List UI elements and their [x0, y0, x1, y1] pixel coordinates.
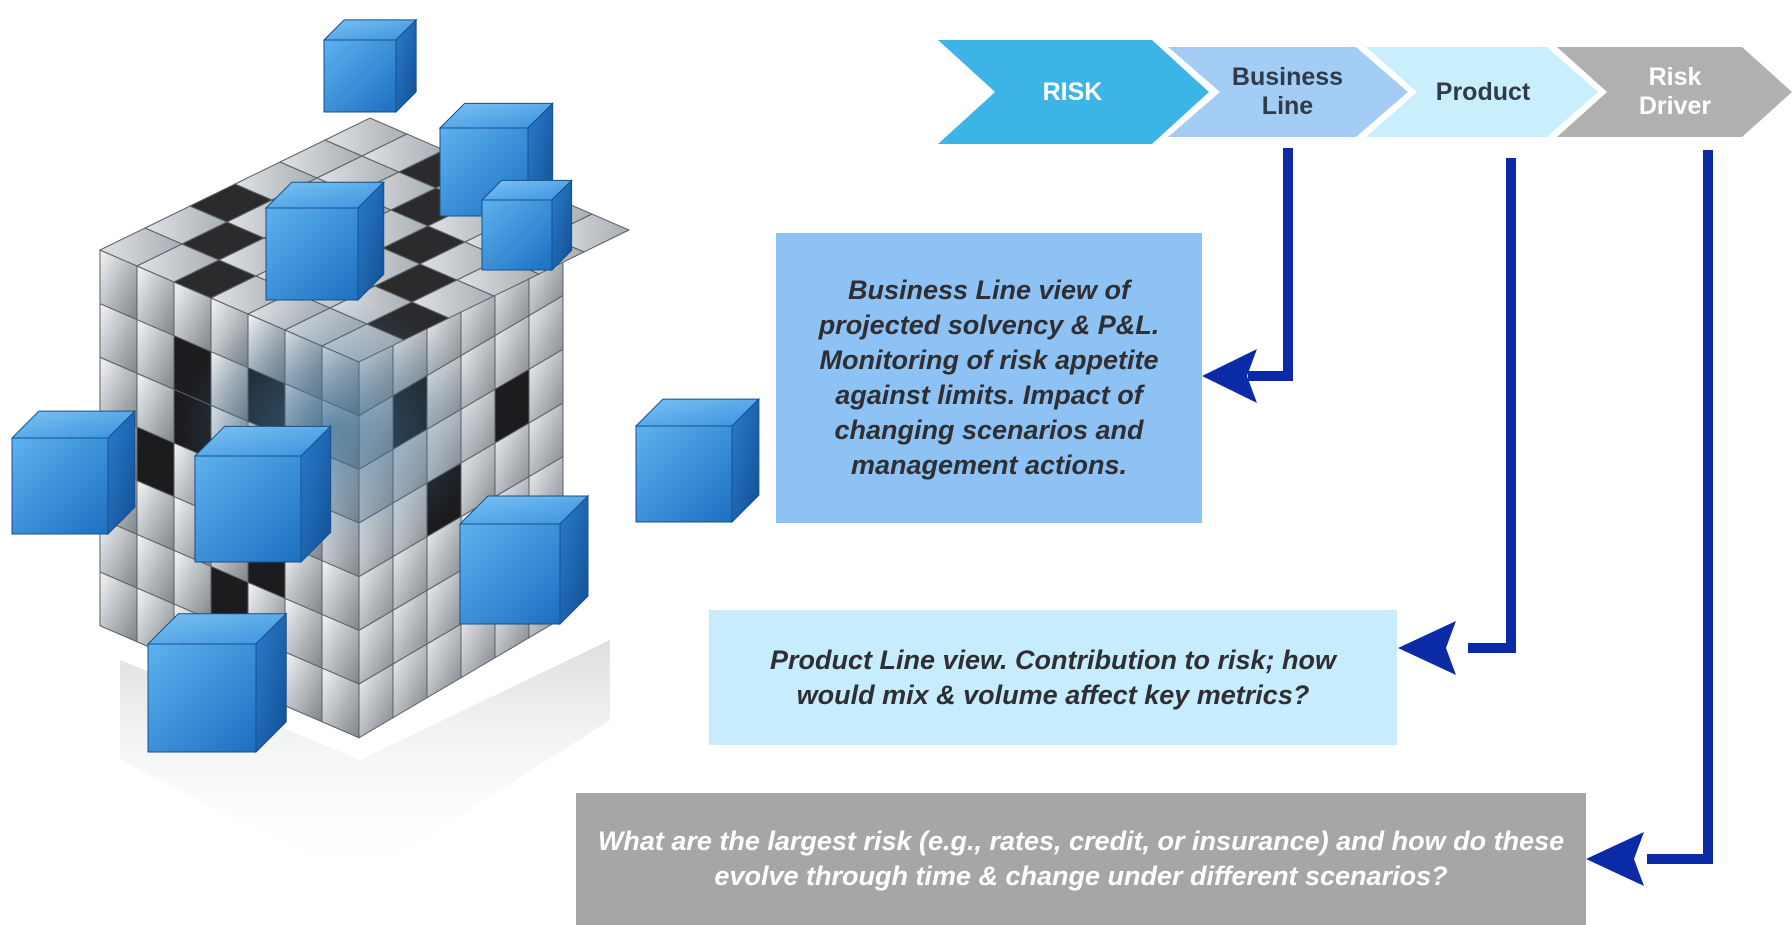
connector-risk-driver-arrow — [1586, 150, 1713, 886]
chevron-risk-label: RISK — [1042, 77, 1103, 106]
risk-driver-description-text: What are the largest risk (e.g., rates, … — [597, 826, 1565, 891]
business-line-description-box: Business Line view of projected solvency… — [776, 233, 1202, 523]
chevron-product-shape — [1366, 47, 1598, 137]
chevron-business-line-shape — [1168, 47, 1408, 137]
chevron-business-line-label: Business Line — [1231, 63, 1344, 120]
business-line-description-text: Business Line view of projected solvency… — [818, 275, 1160, 480]
risk-driver-description-box: What are the largest risk (e.g., rates, … — [576, 793, 1586, 925]
cube-puzzle-icon — [10, 18, 760, 880]
product-description-text: Product Line view. Contribution to risk;… — [770, 644, 1336, 710]
chevron-risk-driver-shape — [1557, 47, 1792, 137]
product-description-box: Product Line view. Contribution to risk;… — [709, 610, 1397, 745]
chevron-risk-driver-label: Risk Driver — [1638, 63, 1712, 120]
chevron-risk-shape — [938, 40, 1209, 144]
connector-business-line-arrow — [1202, 148, 1293, 403]
connector-product-arrow — [1398, 158, 1516, 675]
chevron-product-label: Product — [1435, 77, 1531, 106]
